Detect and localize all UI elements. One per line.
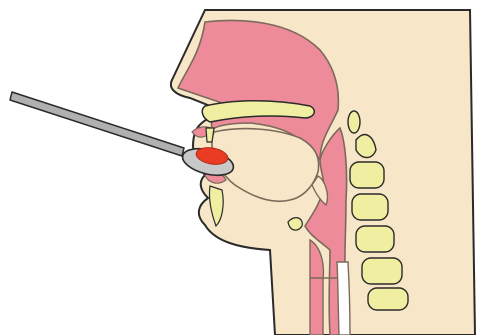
vertebra-icon [348, 111, 360, 133]
hyoid-bone [288, 218, 302, 230]
vertebra-icon [368, 288, 408, 310]
vertebra-icon [352, 194, 388, 220]
vertebra-icon [356, 226, 394, 252]
spoon-handle [10, 92, 184, 156]
vertebra-icon [362, 258, 402, 284]
esophagus [337, 262, 350, 335]
vertebra-icon [350, 162, 384, 188]
upper-teeth [206, 128, 214, 142]
